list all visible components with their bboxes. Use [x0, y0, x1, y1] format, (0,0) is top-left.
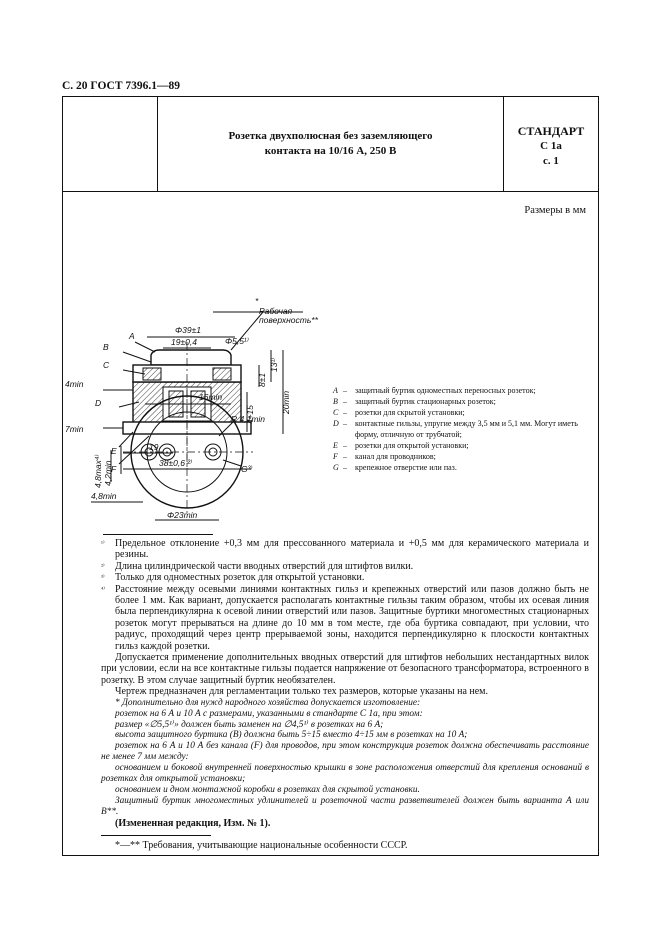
notes-block: ¹⁾Предельное отклонение +0,3 мм для прес… — [101, 538, 589, 851]
national-note: розеток на 6 А и 10 А с размерами, указа… — [115, 708, 423, 719]
footnote-rule — [103, 534, 213, 535]
footnote: ⁴⁾Расстояние между осевыми линиями конта… — [101, 583, 589, 652]
footnote: ³⁾Только для одноместных розеток для отк… — [101, 572, 365, 584]
page-header: С. 20 ГОСТ 7396.1—89 — [62, 80, 181, 92]
label-e: E — [111, 446, 117, 456]
title-cell: Розетка двухполюсная без заземляющего ко… — [158, 97, 504, 191]
footer-note: *—** Требования, учитывающие национальны… — [115, 840, 408, 852]
legend: A–защитный буртик одноместных переносных… — [333, 385, 595, 473]
legend-item: C–розетки для скрытой установки; — [333, 408, 465, 417]
dim-phi55: Φ5,5¹⁾ — [225, 336, 249, 346]
title-block: Розетка двухполюсная без заземляющего ко… — [63, 97, 598, 192]
dim-b19: 19 — [149, 442, 159, 452]
sizes-note: Размеры в мм — [524, 205, 586, 216]
label-c: C — [103, 360, 110, 370]
footnote: ¹⁾Предельное отклонение +0,3 мм для прес… — [101, 538, 589, 561]
standard-code: С 1а — [540, 140, 562, 153]
dim-13: 13¹⁾ — [269, 358, 279, 372]
title-blank-cell — [63, 97, 158, 191]
legend-item: A–защитный буртик одноместных переносных… — [333, 386, 536, 395]
dim-phi39: Φ39±1 — [175, 325, 201, 335]
legend-item: G–крепежное отверстие или паз. — [333, 463, 457, 472]
work-surface-2: поверхность** — [259, 315, 319, 325]
title-line-1: Розетка двухполюсная без заземляющего — [228, 129, 433, 142]
title-line-2: контакта на 10/16 А, 250 В — [264, 145, 397, 157]
change-note: (Измененная редакция, Изм. № 1). — [115, 817, 271, 829]
footnote: ²⁾Длина цилиндрической части вводных отв… — [101, 560, 414, 572]
dim-7min: 7min — [65, 424, 84, 434]
work-surface-1: Рабочая — [259, 306, 293, 316]
dim-16min: 16min — [199, 392, 222, 402]
national-note: розеток на 6 А и 10 А без канала (F) для… — [101, 741, 589, 763]
dim-phi23: Φ23min — [167, 510, 198, 520]
label-d: D — [95, 398, 101, 408]
standard-page: с. 1 — [543, 155, 559, 168]
national-note: размер «∅5,5¹⁾» должен быть заменен на ∅… — [115, 719, 384, 730]
dim-r41: R 4,1min — [231, 414, 265, 424]
legend-item: D–контактные гильзы, упругие между 3,5 м… — [333, 419, 578, 439]
dim-4min: 4min — [65, 379, 84, 389]
dim-20min: 20min — [281, 391, 291, 415]
national-note: * Дополнительно для нужд народного хозяй… — [115, 697, 421, 708]
standard-sheet: Розетка двухполюсная без заземляющего ко… — [62, 96, 599, 856]
paragraph-additional-holes: Допускается применение дополнительных вв… — [101, 652, 589, 686]
dim-19: 19±0,4 — [171, 337, 197, 347]
dim-48max: 4,8max⁴⁾ — [93, 454, 103, 488]
footer-rule — [101, 835, 211, 837]
legend-item: E–розетки для открытой установки; — [333, 441, 469, 450]
dim-4-15: 4÷15 — [245, 405, 255, 424]
national-note: основанием и боковой внутренней поверхно… — [101, 763, 589, 785]
national-note: основанием и дном монтажной коробки в ро… — [115, 784, 420, 795]
standard-cell: СТАНДАРТ С 1а с. 1 — [504, 97, 598, 191]
paragraph-drawing-purpose: Чертеж предназначен для регламентации то… — [115, 686, 489, 698]
national-note: высота защитного буртика (В) должна быть… — [115, 730, 468, 741]
label-a: A — [128, 331, 135, 341]
dim-48min: 4,8min — [91, 491, 117, 501]
star-mark: * — [255, 296, 259, 306]
legend-item: F–канал для проводников; — [333, 452, 436, 461]
plan-drawing: 16min R 4,1min G³⁾ 4,8max⁴⁾ 4,2min 4,8mi… — [91, 388, 265, 521]
label-g: G³⁾ — [241, 464, 253, 474]
legend-item: B–защитный буртик стационарных розеток; — [333, 397, 496, 406]
national-note: Защитный буртик многоместных удлинителей… — [101, 795, 589, 817]
label-f: F — [111, 464, 117, 474]
dim-42min: 4,2min — [103, 460, 113, 486]
dim-8: 8±1 — [257, 373, 267, 387]
standard-label: СТАНДАРТ — [517, 124, 585, 138]
label-b: B — [103, 342, 109, 352]
dim-38: 38±0,6 ²⁾ — [159, 458, 192, 468]
